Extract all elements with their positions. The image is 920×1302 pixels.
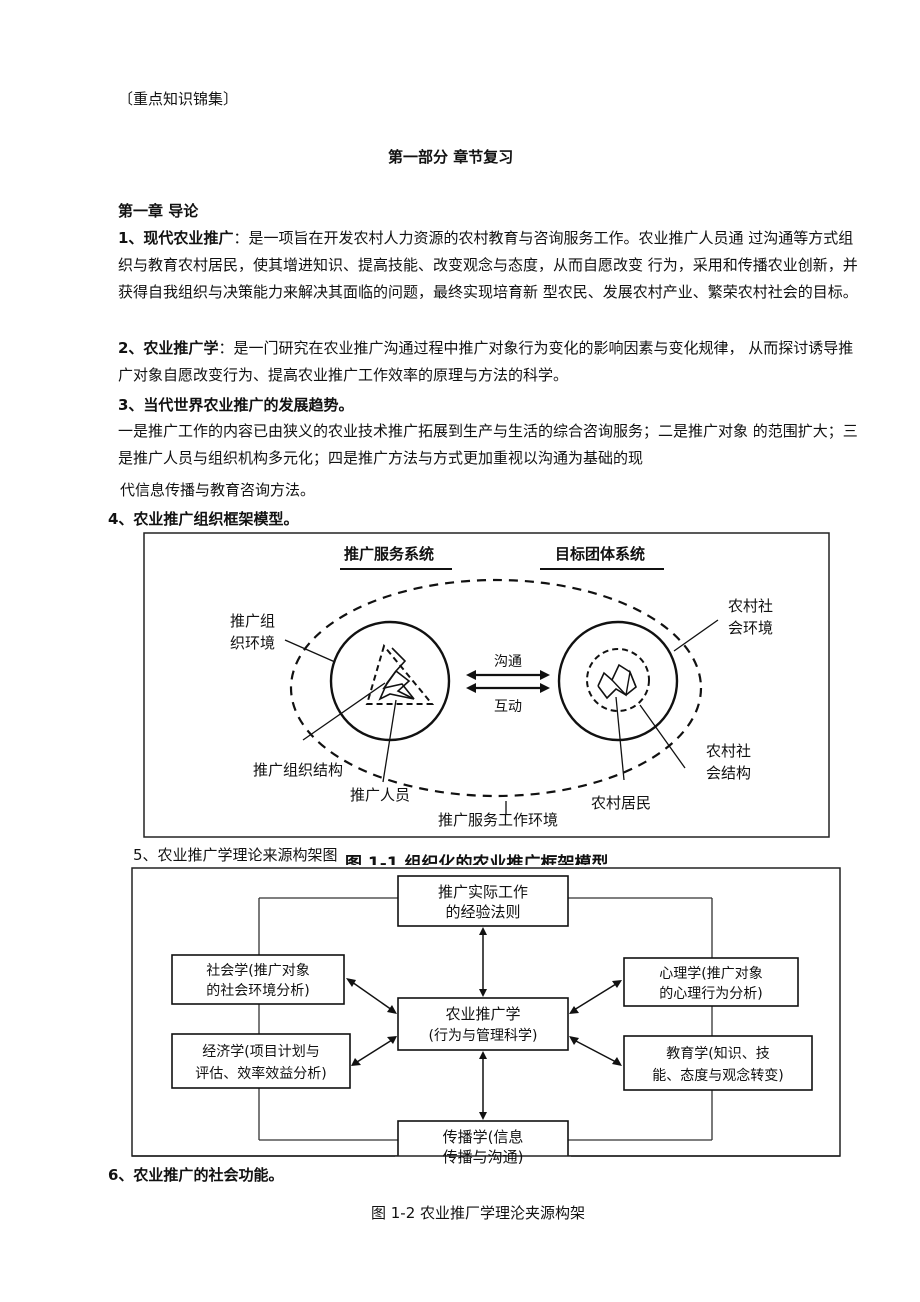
arrow-sociology (352, 982, 392, 1010)
arrowhead-economics-out (351, 1058, 361, 1066)
extension-line1: 农业推广学 (445, 1005, 520, 1023)
psychology-line2: 的心理行为分析) (659, 986, 762, 1002)
psychology-line1: 心理学(推广对象 (659, 966, 762, 982)
sociology-line1: 社会学(推广对象 (206, 963, 309, 979)
economics-line2: 评估、效率效益分析) (195, 1065, 326, 1082)
arrowhead-top-down (479, 989, 487, 997)
education-line1: 教育学(知识、技 (666, 1045, 769, 1062)
education-line2: 能、态度与观念转变) (652, 1067, 783, 1084)
arrowhead-education-in (569, 1036, 579, 1045)
arrow-psychology (574, 984, 616, 1010)
arrowhead-psychology-out (612, 980, 622, 988)
arrowhead-sociology-out (346, 978, 356, 987)
figure-1-2-caption: 图 1-2 农业推厂学理沦夹源构架 (371, 1206, 585, 1221)
economics-line1: 经济学(项目计划与 (202, 1044, 319, 1060)
arrow-economics (357, 1040, 392, 1062)
arrowhead-top-up (479, 927, 487, 935)
arrowhead-bottom-down (479, 1112, 487, 1120)
arrowhead-sociology-in (387, 1005, 397, 1014)
sociology-line2: 的社会环境分析) (206, 983, 309, 999)
extension-line2: (行为与管理科学) (429, 1028, 538, 1044)
item-6-heading: 6、农业推广的社会功能。 (108, 1168, 283, 1183)
arrow-education (574, 1040, 616, 1062)
arrowhead-bottom-up (479, 1051, 487, 1059)
experience-rules-line2: 的经验法则 (445, 903, 520, 921)
communication-line1: 传播学(信息 (443, 1128, 524, 1146)
communication-line2: 传播与沟通) (443, 1148, 524, 1166)
experience-rules-line1: 推广实际工作 (438, 883, 528, 901)
